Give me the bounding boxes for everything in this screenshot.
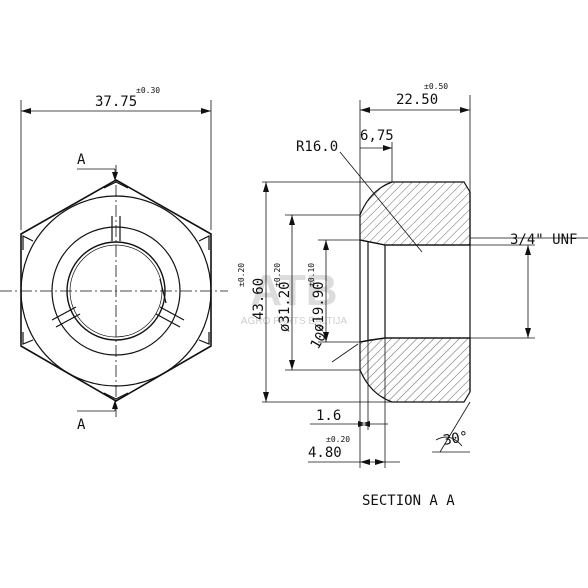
hex-outline bbox=[20, 179, 212, 402]
insert-slot-right bbox=[155, 306, 185, 328]
outer-dia-tol: ±0.20 bbox=[237, 263, 246, 287]
section-solid-top bbox=[359, 181, 471, 246]
chamfer-depth-label: 6,75 bbox=[360, 128, 394, 144]
chamfer-radius-label: R16.0 bbox=[296, 139, 338, 155]
front-width-value: 37.75 bbox=[95, 94, 137, 110]
section-view bbox=[262, 95, 588, 468]
chamfer-angle-line-1 bbox=[439, 401, 471, 453]
front-width-tol: ±0.30 bbox=[136, 86, 160, 95]
section-marker-top-arrow bbox=[112, 172, 118, 181]
mid-dia-value: ø31.20 bbox=[277, 281, 293, 332]
watermark: ATB AGRO PARTS BALTIJA bbox=[241, 266, 347, 327]
flange-tol: ±0.20 bbox=[326, 435, 350, 444]
thread-callout: 3/4" UNF bbox=[510, 232, 577, 248]
bore-gap-mark bbox=[159, 278, 167, 304]
flange-value: 4.80 bbox=[308, 445, 342, 461]
hex-corner-marks bbox=[22, 181, 210, 400]
front-view bbox=[0, 100, 228, 420]
bore-left-chamfer-top bbox=[359, 239, 386, 246]
section-marker-bottom-arrow bbox=[112, 400, 118, 409]
bore-dia-tol: ±0.10 bbox=[307, 263, 316, 287]
watermark-logo: ATB bbox=[250, 266, 337, 315]
insert-slot-top bbox=[111, 216, 121, 241]
radius-leader bbox=[339, 151, 423, 253]
chamfer-angle-label: 30° bbox=[442, 429, 470, 449]
length-value: 22.50 bbox=[396, 92, 438, 108]
watermark-subtitle: AGRO PARTS BALTIJA bbox=[241, 316, 347, 327]
insert-slot-left bbox=[51, 306, 81, 328]
insert-outer-ring bbox=[51, 226, 181, 356]
section-solid-bottom bbox=[359, 337, 471, 403]
bore-dia-value: ø19.90 bbox=[311, 281, 327, 332]
bore-circle bbox=[66, 241, 166, 341]
length-tol: ±0.50 bbox=[424, 82, 448, 91]
section-marker-top-label: A bbox=[77, 152, 86, 168]
bore-angle-leader bbox=[331, 343, 359, 363]
insert-value: 1.6 bbox=[316, 408, 341, 424]
section-caption: SECTION A A bbox=[362, 493, 455, 509]
hex-chamfer-circle bbox=[20, 195, 212, 387]
mid-dia-tol: ±0.20 bbox=[273, 263, 282, 287]
chamfer-angle-arc bbox=[435, 436, 463, 447]
bore-left-chamfer-bottom bbox=[359, 337, 386, 343]
section-marker-bottom-label: A bbox=[77, 417, 86, 433]
outer-dia-value: 43.60 bbox=[251, 278, 267, 320]
bore-inner-circle bbox=[69, 244, 163, 338]
